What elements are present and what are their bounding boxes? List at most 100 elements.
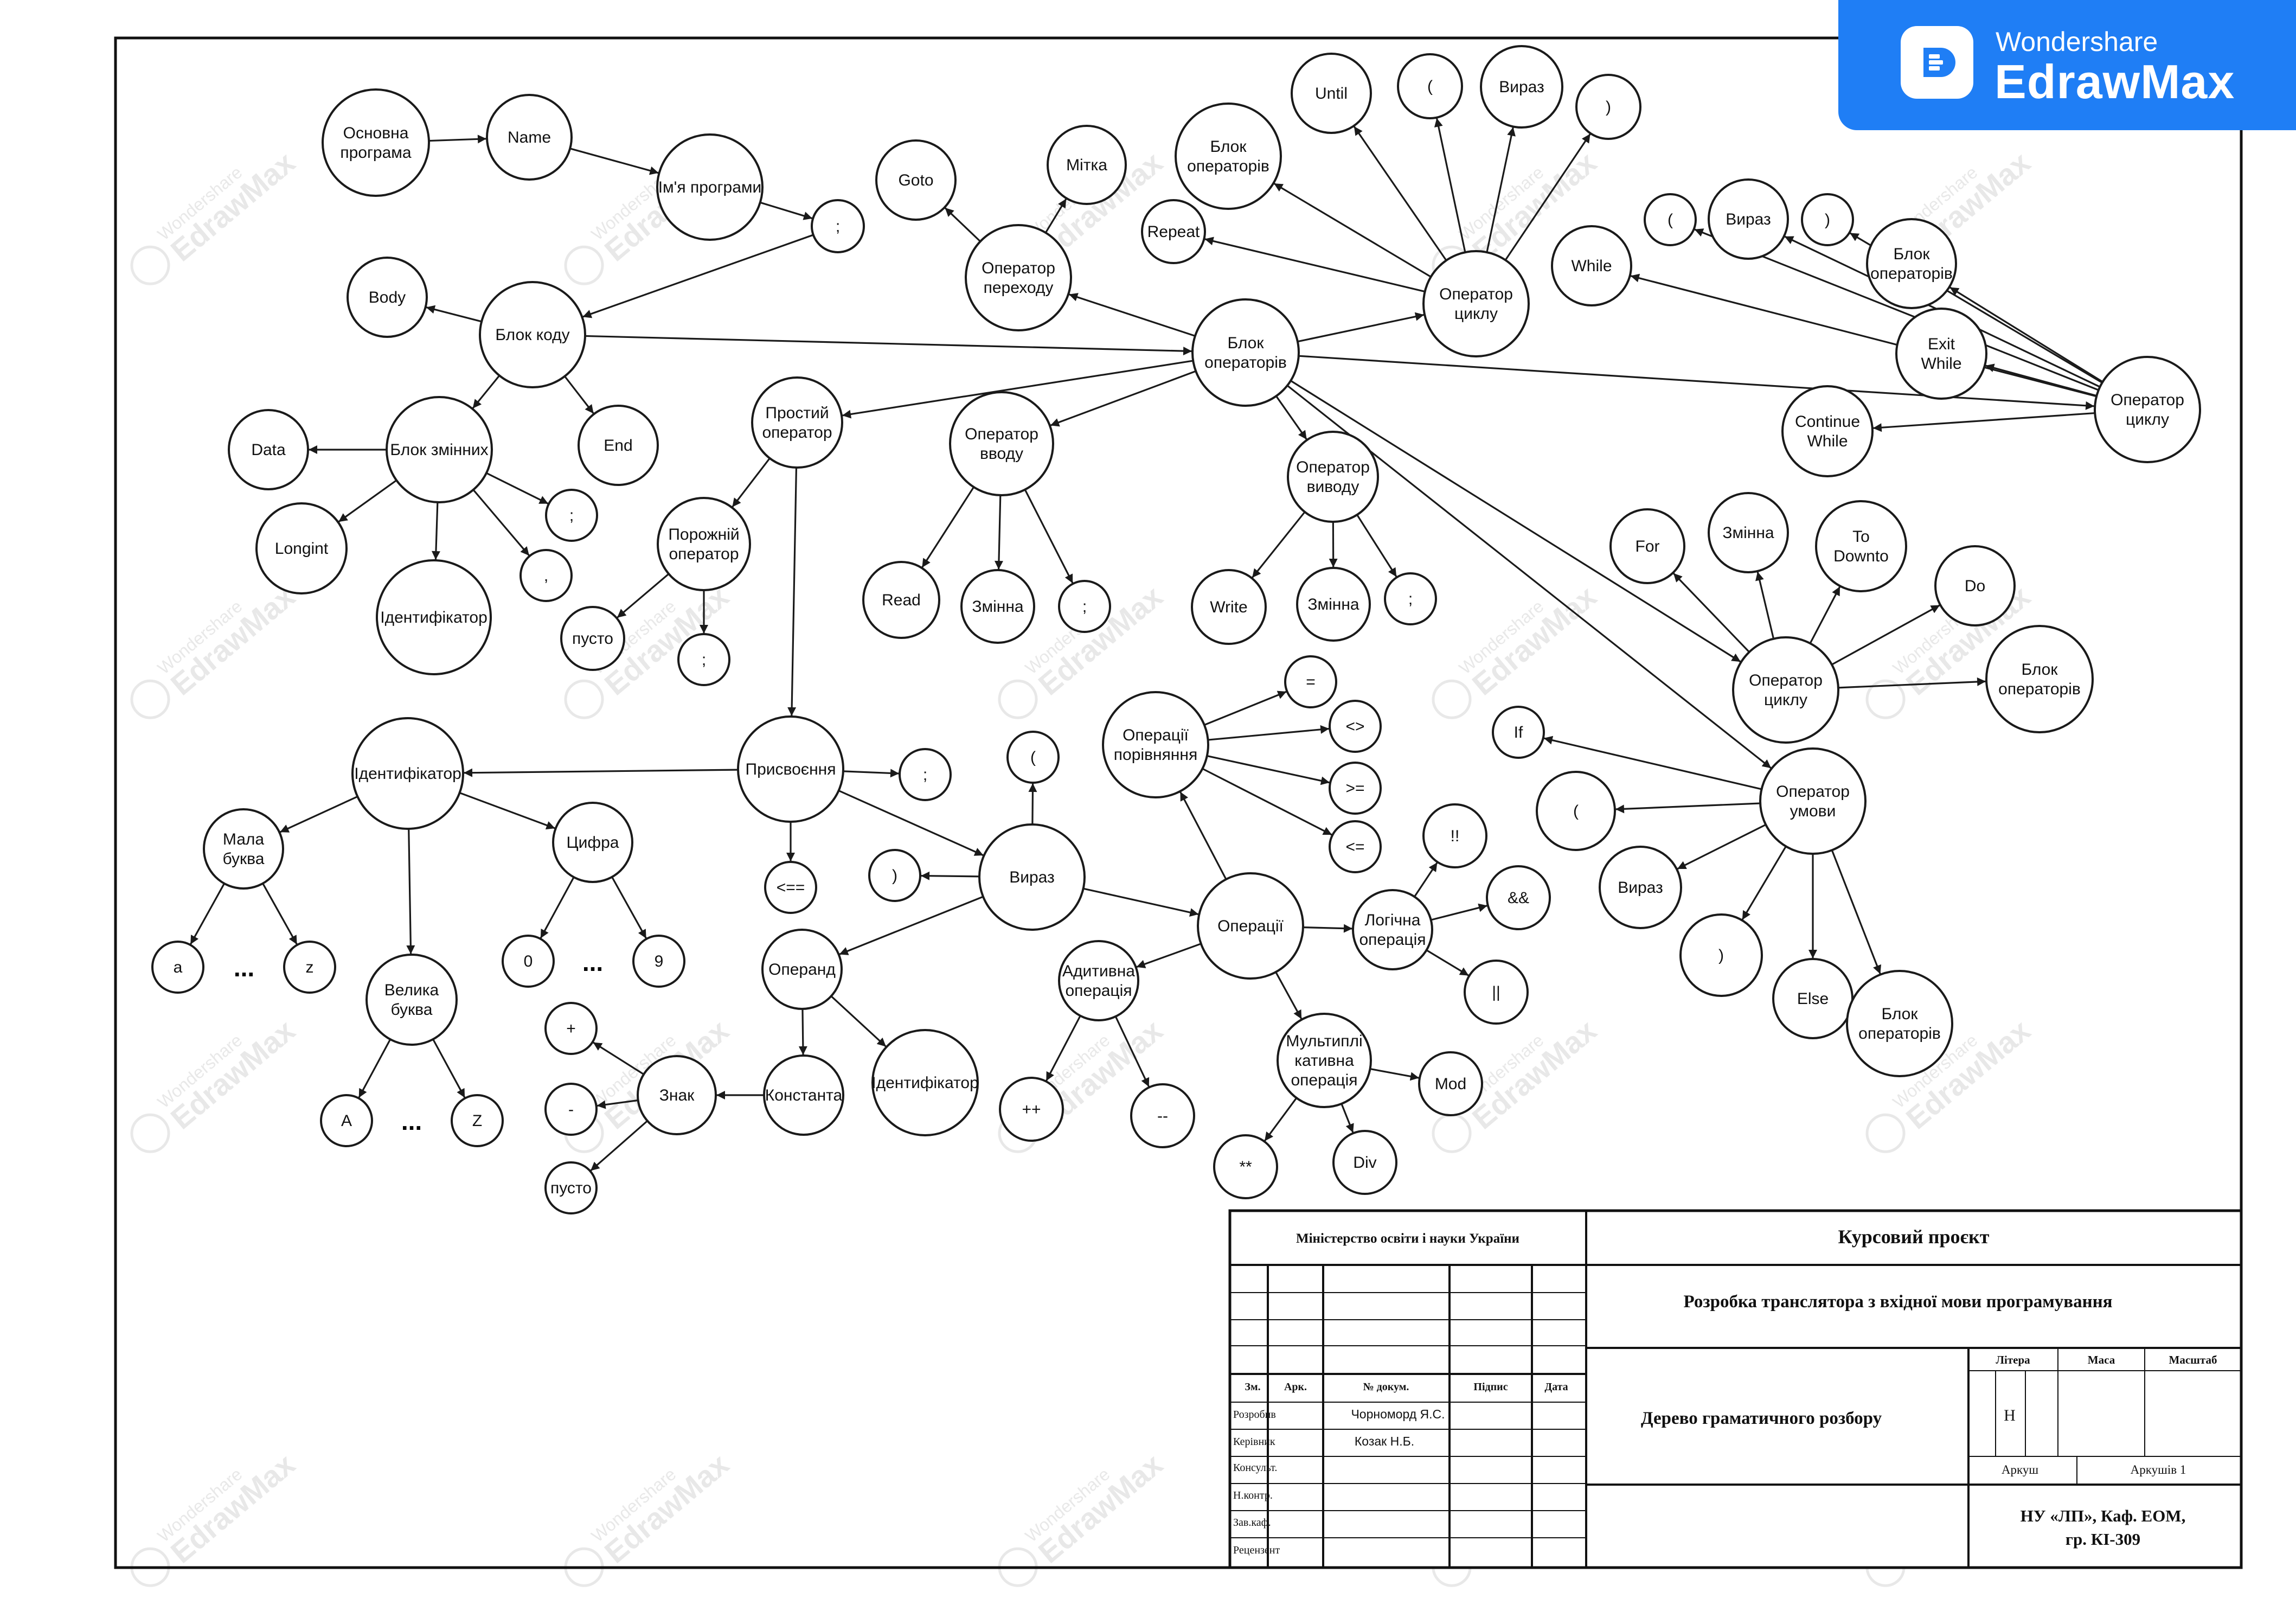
node-circle	[544, 1083, 598, 1136]
node-label: Блок	[1881, 1005, 1918, 1023]
node-do: Do	[1934, 545, 2016, 626]
edge-opcyklu2-to-blokop3	[1949, 286, 2103, 383]
node-label: Логічна	[1365, 911, 1421, 929]
node-repeat: Repeat	[1141, 199, 1206, 264]
node-label: ;	[836, 218, 840, 235]
node-minus: -	[544, 1083, 598, 1136]
node-label: Мітка	[1066, 156, 1107, 174]
edge-oppor-to-le	[1202, 768, 1332, 836]
node-not: !!	[1422, 803, 1487, 868]
node-label: ;	[923, 766, 927, 784]
node-eq: =	[1284, 655, 1337, 708]
node-rpar3: )	[1679, 913, 1763, 997]
edge-vyraz4-to-operacii	[1083, 887, 1199, 917]
edge-opcyklu3-to-zminna3	[1755, 571, 1775, 640]
node-label: Вираз	[1618, 879, 1663, 897]
edge-logichna-to-or	[1426, 949, 1470, 976]
watermark-logo-icon	[130, 245, 170, 285]
edge-semi1-to-blokkodu	[582, 234, 814, 318]
node-plus: +	[544, 1002, 598, 1055]
node-circle	[965, 224, 1072, 331]
watermark-logo-icon	[1432, 679, 1472, 719]
node-label: Мультиплі	[1286, 1032, 1362, 1050]
node-label: )	[1718, 947, 1724, 964]
edge-oppor-to-eq	[1204, 690, 1287, 726]
node-circle	[751, 376, 843, 469]
node-label: Until	[1315, 85, 1348, 103]
node-label: ;	[702, 651, 706, 669]
range-ellipsis: ...	[234, 954, 254, 982]
edge-blokop2-to-opperekhodu	[1068, 293, 1196, 337]
node-label: )	[892, 867, 897, 885]
node-label: While	[1807, 432, 1848, 450]
node-label: >=	[1345, 779, 1364, 797]
node-label: операторів	[1187, 157, 1269, 175]
node-circle	[1102, 691, 1209, 798]
edge-adytyvna-to-dec	[1114, 1016, 1150, 1088]
edge-blokkodu-to-blokop2	[585, 335, 1192, 356]
edge-opcyklu3-to-todownto	[1809, 586, 1841, 644]
developer-name: Чорноморд Я.С.	[1351, 1407, 1445, 1421]
node-label: <==	[777, 879, 805, 897]
edge-blokzm-to-semi2	[486, 472, 549, 505]
edge-prysv-to-ident2	[463, 768, 739, 777]
node-label: операторів	[1204, 354, 1287, 372]
node-circle	[376, 559, 492, 675]
node-label: програма	[340, 144, 412, 162]
edge-vyraz4-to-lpar4	[1028, 783, 1037, 825]
node-if: If	[1492, 706, 1545, 759]
node-label: For	[1636, 538, 1660, 555]
node-label: Змінна	[1722, 524, 1774, 542]
node-label: оператор	[762, 424, 832, 442]
node-label: Мала	[223, 830, 265, 848]
node-label: Блок	[1893, 245, 1930, 263]
node-label: 0	[524, 952, 533, 970]
node-a: a	[151, 941, 204, 994]
node-label: Data	[251, 441, 286, 459]
node-label: Ідентифікатор	[380, 609, 488, 626]
node-circle	[1815, 500, 1907, 592]
node-circle	[578, 405, 659, 486]
node-label: z	[306, 958, 314, 976]
node-rpar2: )	[1801, 193, 1854, 246]
node-circle	[1486, 865, 1551, 930]
node-assignop: <==	[764, 861, 817, 914]
node-circle	[1384, 572, 1437, 625]
node-circle	[1197, 872, 1304, 980]
range-ellipsis: ...	[582, 948, 603, 976]
edrawmax-logo-icon	[1901, 26, 1973, 99]
watermark-logo-icon	[564, 679, 604, 719]
node-vyraz4: Вираз	[978, 823, 1086, 931]
node-circle	[1846, 970, 1953, 1077]
edge-multi-to-mod	[1370, 1068, 1420, 1081]
node-label: оператор	[669, 545, 739, 563]
watermark-logo-icon	[998, 679, 1038, 719]
node-circle	[351, 717, 464, 830]
node-circle	[544, 1161, 598, 1214]
node-rpar4: )	[868, 849, 921, 902]
edge-ident2-to-malabukva	[279, 796, 358, 833]
node-label: )	[1606, 98, 1611, 116]
node-label: виводу	[1307, 478, 1359, 496]
node-label: Операнд	[768, 961, 836, 979]
node-label: операторів	[1858, 1025, 1941, 1043]
node-lpar2: (	[1644, 193, 1697, 246]
edge-opperekhodu-to-goto	[944, 207, 981, 242]
node-nine: 9	[632, 935, 685, 988]
node-vyraz2: Вираз	[1708, 178, 1789, 260]
node-label: переходу	[984, 279, 1054, 297]
edge-opvvodu-to-semi4	[1024, 489, 1074, 584]
edge-opvyvodu-to-write	[1251, 511, 1306, 579]
node-label: (	[1427, 78, 1433, 95]
node-lpar4: (	[1006, 731, 1060, 784]
